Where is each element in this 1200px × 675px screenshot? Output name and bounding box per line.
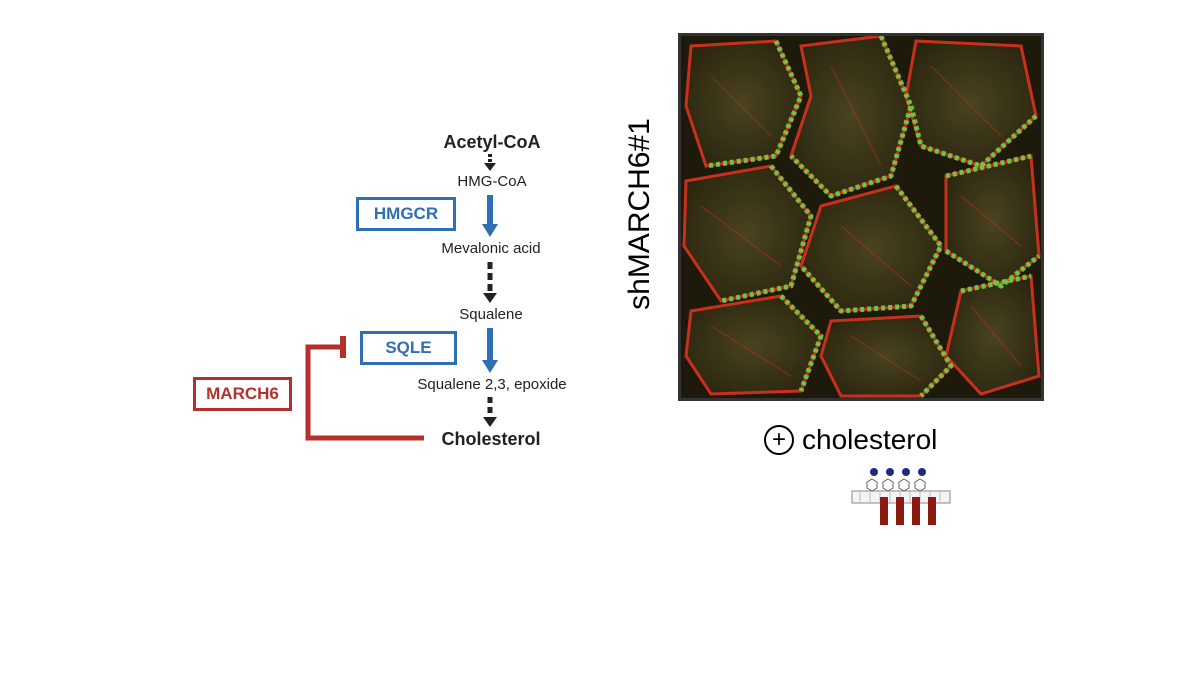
arrow-sqle-step bbox=[482, 328, 498, 373]
condition-label: shMARCH6#1 bbox=[623, 118, 656, 310]
membrane-cholesterol-icon bbox=[851, 468, 951, 525]
arrow-hmgcr-step bbox=[482, 195, 498, 237]
arrow-mevalonate-squalene bbox=[483, 262, 497, 303]
metabolite-cholesterol: Cholesterol bbox=[441, 429, 541, 449]
metabolite-hmg-coa: HMG-CoA bbox=[457, 173, 527, 190]
arrow-acetylcoa-hmgcoa bbox=[484, 154, 496, 171]
arrow-epoxide-cholesterol bbox=[483, 397, 497, 427]
treatment-label: cholesterol bbox=[802, 424, 938, 455]
enzyme-hmgcr: HMGCR bbox=[356, 197, 456, 231]
micrograph-illustration bbox=[681, 36, 1041, 398]
metabolite-mevalonic-acid: Mevalonic acid bbox=[441, 240, 541, 257]
metabolite-acetyl-coa: Acetyl-CoA bbox=[443, 132, 541, 152]
inhibition-feedback-line bbox=[305, 336, 424, 441]
metabolite-squalene-epoxide: Squalene 2,3, epoxide bbox=[417, 376, 567, 393]
plus-circle-icon: + bbox=[764, 425, 794, 455]
enzyme-sqle: SQLE bbox=[360, 331, 457, 365]
metabolite-squalene: Squalene bbox=[459, 306, 523, 323]
fluorescence-micrograph bbox=[678, 33, 1044, 401]
enzyme-march6: MARCH6 bbox=[193, 377, 292, 411]
